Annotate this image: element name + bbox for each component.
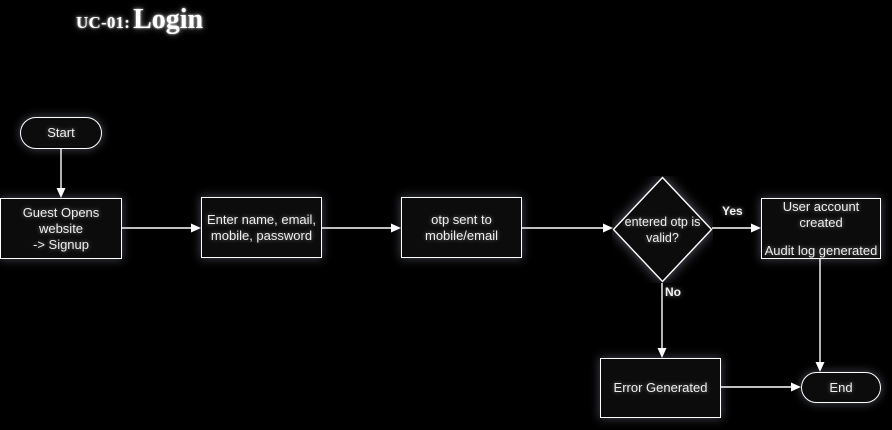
node-account-created-line1: User account created [782, 198, 860, 230]
arrowhead-otp-to-decision [603, 223, 613, 233]
arrowhead-decision-yes [751, 223, 761, 233]
node-account-created-line2: Audit log generated [764, 242, 878, 258]
node-end-label: End [829, 379, 853, 395]
arrowhead-signup-to-enter [191, 223, 201, 233]
node-start[interactable]: Start [20, 117, 102, 149]
node-otp-valid-decision[interactable]: entered otp is valid? [612, 176, 713, 283]
node-otp-sent[interactable]: otp sent to mobile/email [401, 197, 522, 258]
node-end[interactable]: End [801, 372, 881, 403]
node-guest-opens-website-signup[interactable]: Guest Opens website -> Signup [0, 198, 122, 259]
edge-label-no: No [665, 285, 681, 299]
arrowhead-account-to-end [815, 362, 825, 372]
node-enter-details-label: Enter name, email, mobile, password [206, 211, 317, 243]
node-otp-sent-label: otp sent to mobile/email [425, 211, 498, 243]
node-error-generated[interactable]: Error Generated [600, 358, 721, 418]
page-title: UC-01:Login [76, 4, 203, 36]
node-signup-label: Guest Opens website -> Signup [22, 204, 100, 252]
node-account-created[interactable]: User account created Audit log generated [761, 198, 881, 259]
title-main: Login [133, 4, 204, 35]
arrowhead-error-to-end [791, 382, 801, 392]
arrowhead-decision-no [657, 348, 667, 358]
node-enter-details[interactable]: Enter name, email, mobile, password [201, 197, 322, 258]
diamond-shape [612, 176, 713, 283]
edge-label-yes: Yes [722, 204, 743, 218]
node-start-label: Start [47, 125, 75, 140]
node-error-generated-label: Error Generated [613, 380, 708, 395]
arrowhead-enter-to-otp [391, 223, 401, 233]
arrowhead-start-to-signup [56, 188, 66, 198]
title-prefix: UC-01: [76, 13, 131, 32]
